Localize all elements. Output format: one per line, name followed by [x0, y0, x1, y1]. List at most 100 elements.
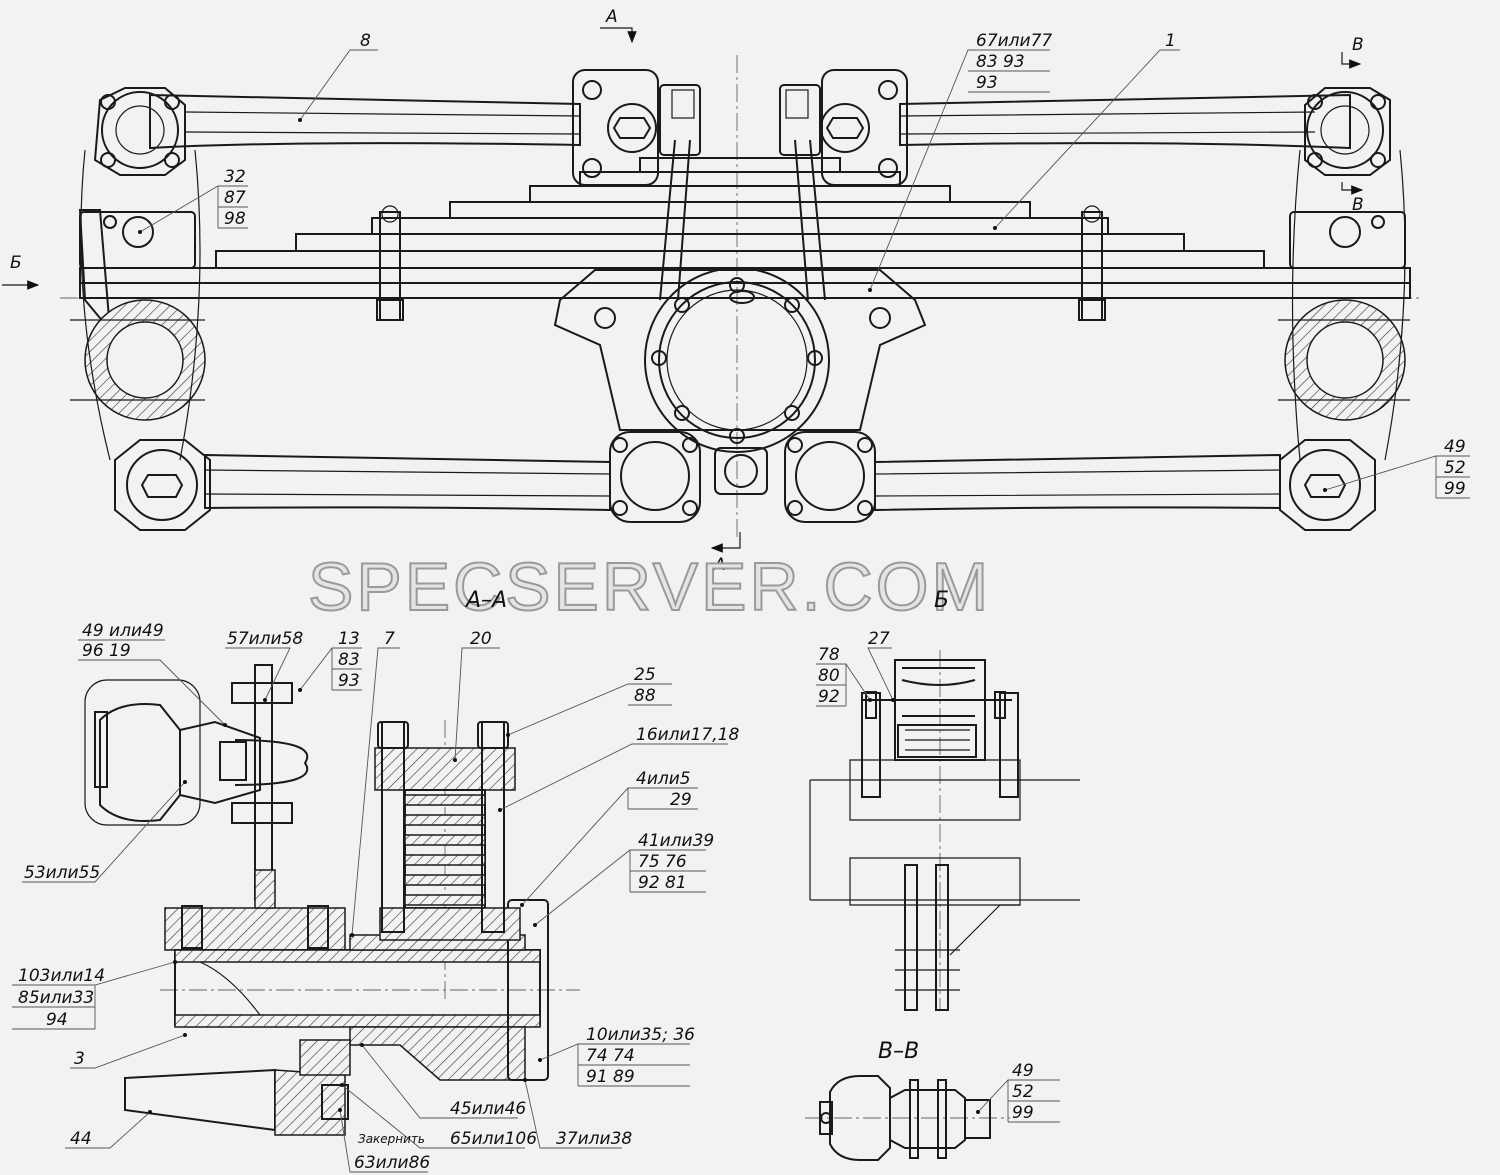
callout-text: 88 — [634, 686, 656, 706]
callout-text: 49 — [1444, 437, 1466, 457]
callout-text: 78 — [818, 645, 840, 665]
trunnion-shaft-assembly — [164, 869, 549, 1081]
view-b: Б 27 78 80 92 — [809, 588, 1080, 1011]
callout-text: 44 — [70, 1129, 92, 1149]
section-letter-v-top: В — [1352, 35, 1364, 55]
callout-49-19: 49 или49 96 19 — [78, 621, 227, 727]
callout-45: 45или46 — [360, 1043, 526, 1119]
main-view: А А Б В В 8 67или77 83 93 93 — [2, 7, 1470, 575]
callout-103: 103или14 85или33 94 — [12, 960, 177, 1030]
callout-text: 4или5 — [636, 769, 691, 789]
callout-78: 78 80 92 — [816, 645, 872, 707]
hinge-upper-right — [1304, 87, 1391, 176]
side-link-right — [1291, 149, 1406, 461]
section-mark-b-left: Б — [2, 253, 40, 290]
callout-25: 25 88 — [506, 665, 672, 737]
callout-65: 65или106 — [340, 1083, 537, 1149]
callout-49-main: 49 52 99 — [1323, 437, 1470, 499]
callout-text: 7 — [384, 629, 395, 649]
upper-reaction-rod-right — [899, 93, 1351, 150]
spring-clamp-left — [376, 205, 404, 321]
callout-text: 53или55 — [24, 863, 100, 883]
callout-3: 3 — [70, 1033, 187, 1069]
callout-text: 13 — [338, 629, 360, 649]
callout-text: 91 89 — [586, 1067, 635, 1087]
callout-10: 10или35; 36 74 74 91 89 — [538, 1025, 695, 1087]
lower-center-brackets — [609, 431, 876, 523]
callout-text: 92 — [818, 687, 840, 707]
callout-text: 10или35; 36 — [586, 1025, 695, 1045]
bracket-top-left — [572, 69, 701, 186]
callout-text: 67или77 — [976, 31, 1052, 51]
callout-text: 74 74 — [586, 1046, 635, 1066]
slant-rod-left — [659, 139, 691, 301]
leaf-spring — [79, 157, 1411, 299]
callout-63: 63или86 — [338, 1108, 430, 1173]
ball-joint — [84, 664, 309, 901]
callout-text: 65или106 — [450, 1129, 537, 1149]
section-mark-v-top: В — [1341, 35, 1364, 69]
section-aa-view: А–А — [12, 588, 739, 1173]
watermark: SPECSERVER.COM — [308, 549, 991, 625]
lower-reaction-rod-right — [874, 453, 1281, 512]
callout-57: 57или58 — [225, 629, 303, 702]
callout-27: 27 — [867, 629, 895, 702]
callout-20: 20 — [453, 629, 500, 762]
callout-text: 49 или49 — [82, 621, 164, 641]
section-mark-v-right: В — [1341, 182, 1364, 215]
callout-text: 29 — [670, 790, 692, 810]
bracket-top-right — [779, 69, 908, 186]
callout-text: 99 — [1444, 479, 1466, 499]
callout-text: 52 — [1444, 458, 1466, 478]
callout-text: 1 — [1165, 31, 1176, 51]
callout-text: 103или14 — [18, 966, 105, 986]
callout-text: 93 — [338, 671, 360, 691]
callout-text: 45или46 — [450, 1099, 526, 1119]
callout-text: 37или38 — [556, 1129, 632, 1149]
callout-text: 49 — [1012, 1061, 1034, 1081]
callout-16: 16или17,18 — [498, 725, 739, 812]
callout-text: 3 — [74, 1049, 85, 1069]
note-zakernit: Закернить — [358, 1132, 425, 1146]
callout-text: 85или33 — [18, 988, 94, 1008]
callout-text: 8 — [360, 31, 371, 51]
callout-text: 93 — [976, 73, 998, 93]
hinge-lower-left — [114, 439, 211, 531]
callout-text: 63или86 — [354, 1153, 430, 1173]
section-vv-view: В–В 49 52 99 — [805, 1039, 1060, 1161]
callout-text: 96 19 — [82, 641, 131, 661]
axle-housing — [553, 267, 927, 453]
callout-text: 83 93 — [976, 52, 1025, 72]
callout-text: 98 — [224, 209, 246, 229]
upper-reaction-rod-left — [149, 93, 581, 150]
hinge-upper-left — [93, 87, 186, 176]
callout-44: 44 — [65, 1110, 152, 1149]
callout-7: 7 — [350, 629, 400, 937]
callout-text: 75 76 — [638, 852, 687, 872]
callout-53: 53или55 — [22, 780, 187, 883]
slant-rod-right — [794, 139, 826, 301]
hinge-lower-right — [1279, 439, 1376, 531]
callout-37: 37или38 — [523, 1078, 632, 1149]
section-vv-title: В–В — [878, 1039, 919, 1064]
callout-67: 67или77 83 93 93 — [868, 31, 1052, 292]
tube-44 — [124, 1039, 351, 1136]
callout-text: 41или39 — [638, 831, 714, 851]
callout-text: 92 81 — [638, 873, 687, 893]
callout-text: 32 — [224, 167, 246, 187]
callout-text: 87 — [224, 188, 246, 208]
callout-41: 41или39 75 76 92 81 — [533, 831, 714, 927]
section-aa-title: А–А — [464, 588, 507, 613]
callout-text: 94 — [46, 1010, 68, 1030]
callout-text: 80 — [818, 666, 840, 686]
lower-reaction-rod-left — [204, 453, 611, 512]
callout-text: 25 — [634, 665, 656, 685]
callout-text: 27 — [868, 629, 890, 649]
section-mark-a-top: А — [600, 7, 637, 44]
trunnion-right — [1278, 211, 1410, 421]
callout-text: 52 — [1012, 1082, 1034, 1102]
section-mark-a-bottom: А — [710, 532, 741, 575]
callout-text: 99 — [1012, 1103, 1034, 1123]
callout-1: 1 — [993, 31, 1180, 230]
